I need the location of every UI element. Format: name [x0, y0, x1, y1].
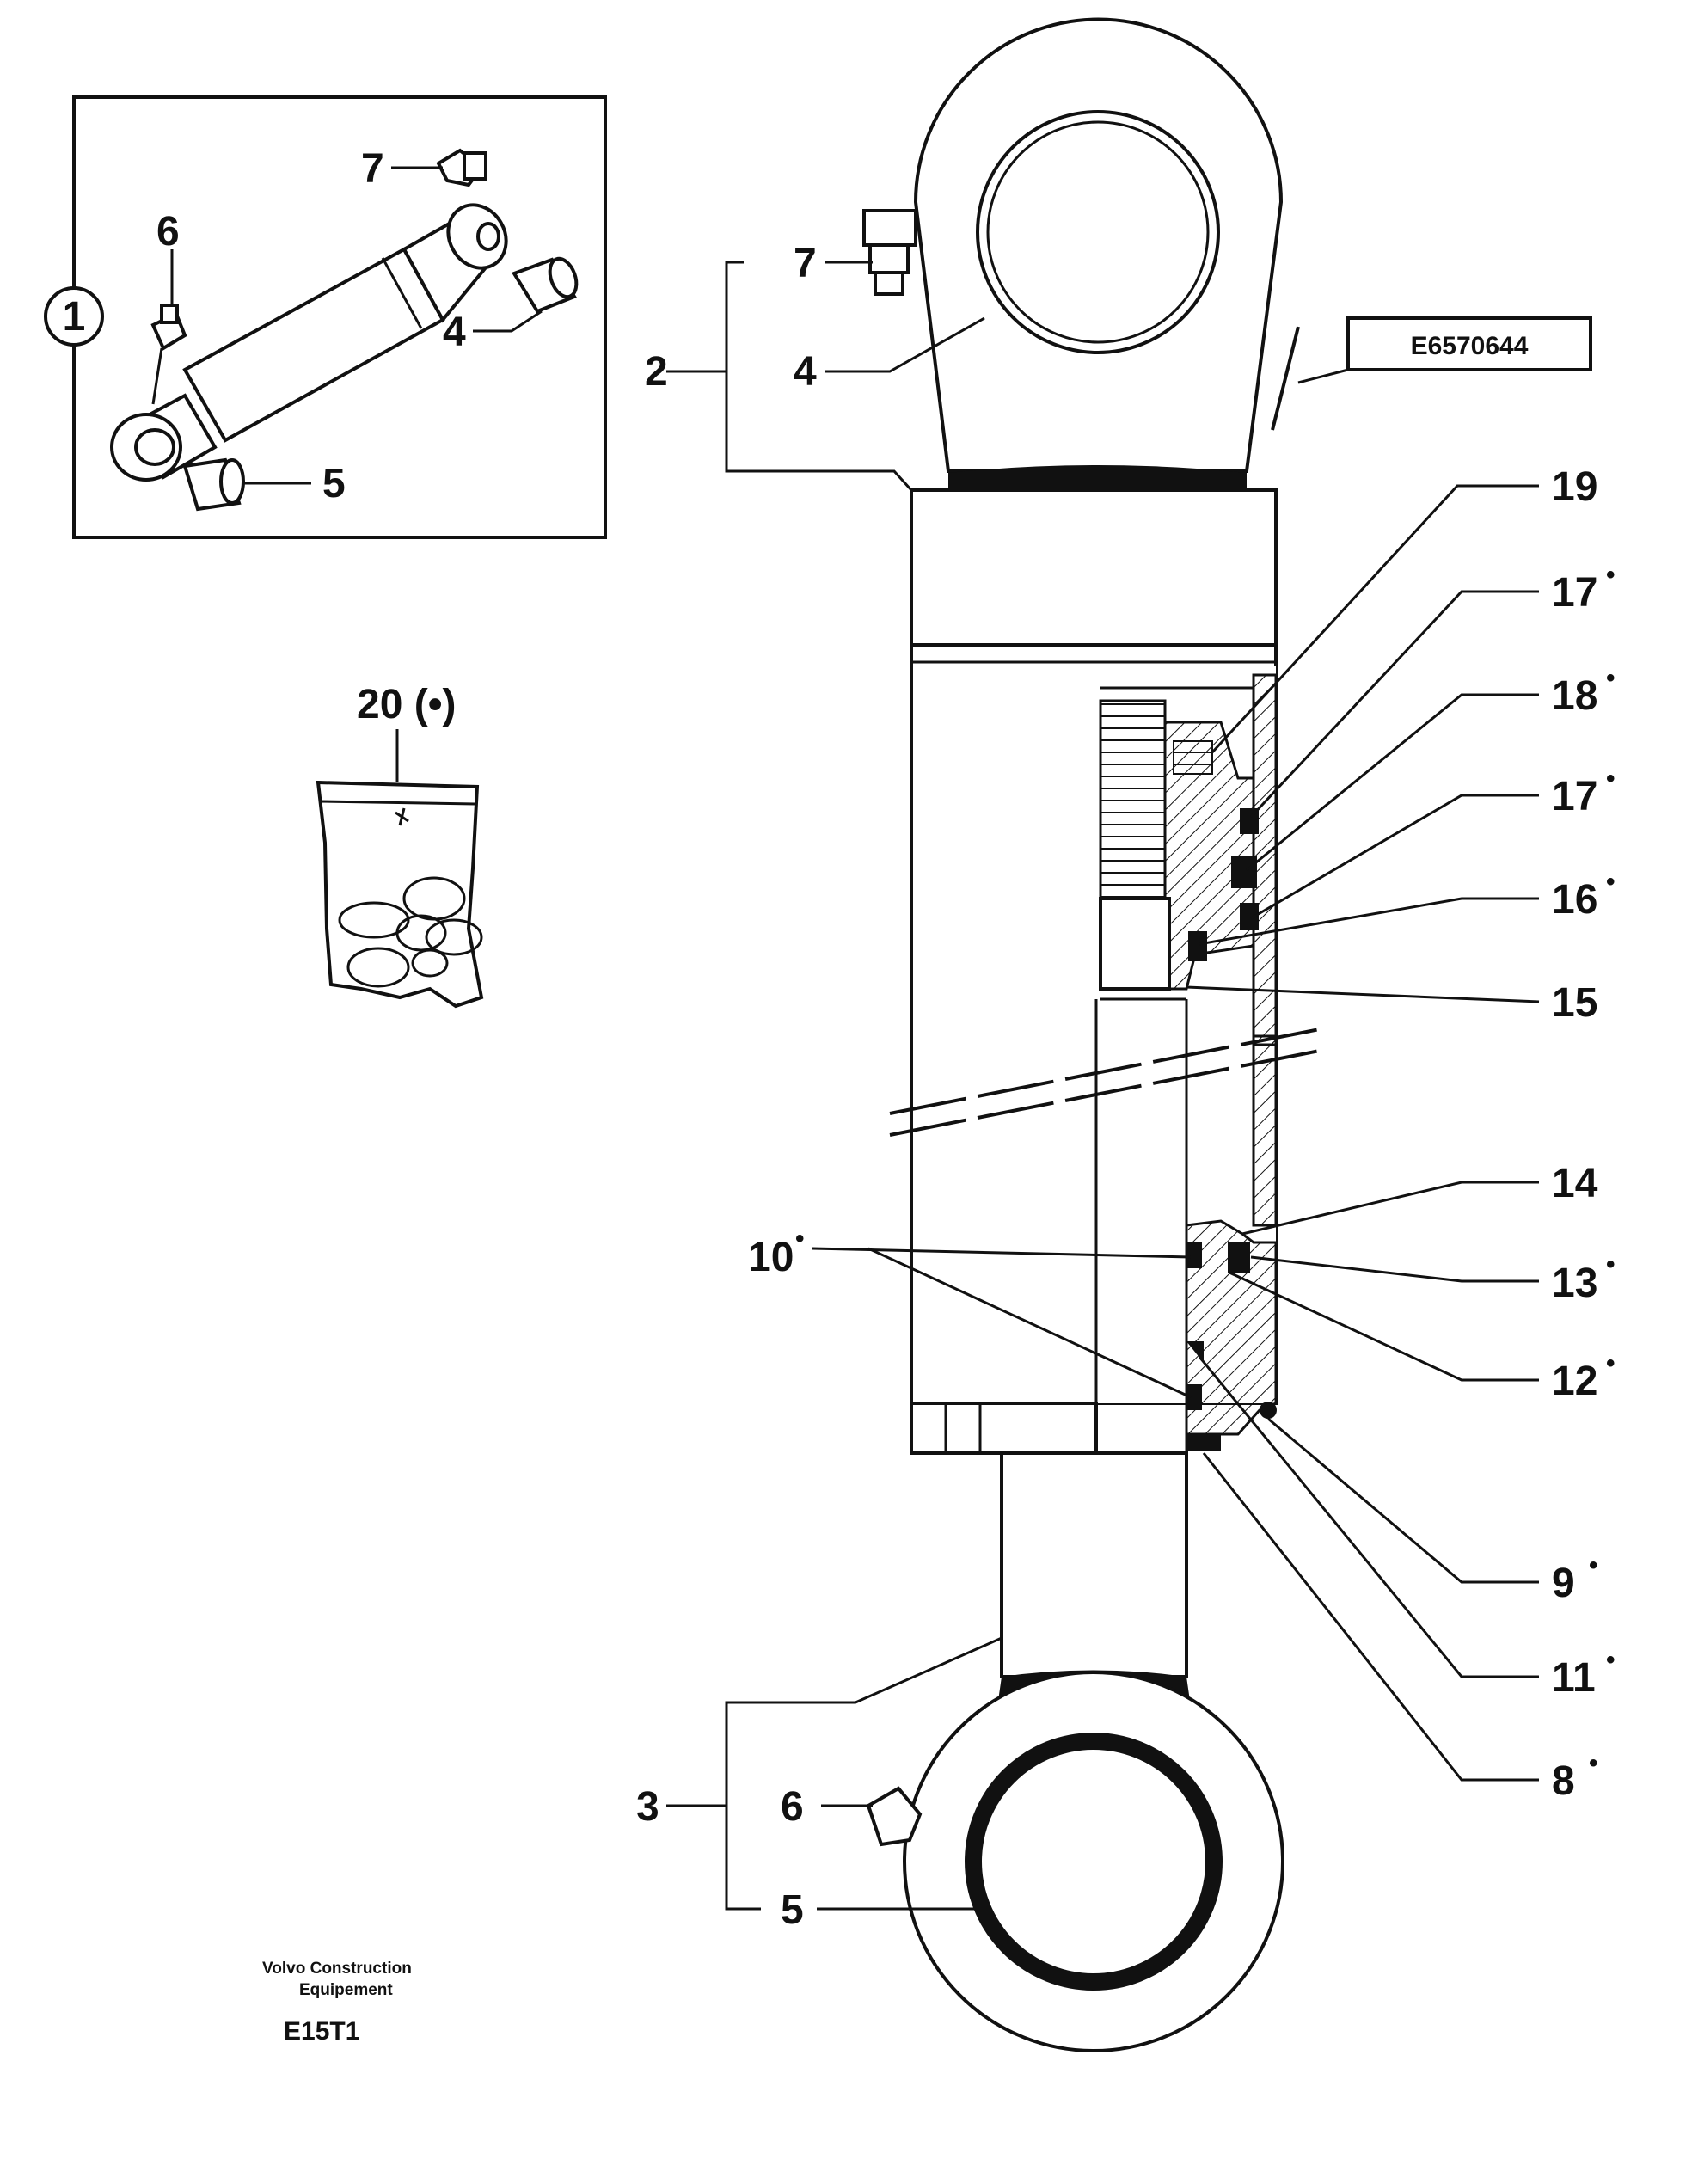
callout-14: 14 [1552, 1161, 1598, 1206]
callout-19: 19 [1552, 464, 1597, 510]
model-code: E15T1 [284, 2017, 359, 2046]
piston-rod [1000, 1451, 1188, 1678]
wiper-8 [1186, 1434, 1221, 1451]
company-line2: Equipement [299, 1981, 393, 1999]
callout-13: 13 [1552, 1261, 1597, 1306]
marker-10: • [795, 1224, 805, 1253]
callout-9: 9 [1552, 1561, 1575, 1606]
marker-18: • [1606, 664, 1615, 692]
grease-nipple-7-icon [862, 209, 917, 247]
nut-19-icon [1173, 740, 1213, 775]
seal-10b [1186, 1384, 1202, 1410]
callout-11: 11 [1552, 1655, 1596, 1701]
callout-17a: 17 [1552, 570, 1597, 616]
inset-grease-nipple-7-icon [436, 148, 487, 187]
marker-8: • [1589, 1749, 1598, 1777]
callout-12: 12 [1552, 1359, 1597, 1404]
piston-rod-thread [1099, 699, 1167, 900]
company-line1: Volvo Construction [262, 1960, 412, 1978]
inset-label-5: 5 [322, 461, 346, 506]
marker-13: • [1606, 1250, 1615, 1279]
inset-grease-nipple-6-icon [150, 304, 187, 351]
marker-17a: • [1606, 561, 1615, 589]
callout-17b: 17 [1552, 774, 1597, 819]
kit-label-20: 20 (•) [357, 682, 457, 727]
marker-17b: • [1606, 764, 1615, 793]
seal-10a [1186, 1242, 1202, 1268]
callout-7: 7 [794, 241, 817, 286]
o-ring-9 [1260, 1402, 1277, 1419]
lower-rod-eye [903, 1671, 1284, 2052]
inset-label-6: 6 [156, 209, 180, 255]
seal-kit-bag-icon [316, 780, 484, 1009]
upper-eye-bore [976, 110, 1220, 354]
mini-cylinder [110, 203, 508, 482]
seal-kit-20: 20 (•) [316, 682, 484, 1009]
reference-code: E6570644 [1411, 332, 1529, 360]
callout-18: 18 [1552, 673, 1597, 719]
inset-assembly: 1 7 6 [44, 95, 607, 539]
inset-bushing-4-icon [512, 256, 579, 314]
callout-4: 4 [794, 349, 817, 395]
callout-8: 8 [1552, 1758, 1575, 1804]
upper-eye-seal [948, 465, 1247, 490]
footer: Volvo Construction Equipement E15T1 [262, 1960, 412, 2046]
callouts: 2 7 4 19 17 • 18 • 17 • 16 • 15 14 13 [636, 241, 1615, 1933]
inset-label-7: 7 [361, 146, 384, 192]
seal-17b [1240, 903, 1259, 930]
seal-18 [1231, 856, 1257, 888]
callout-2: 2 [645, 349, 668, 395]
inset-bushing-5-icon [182, 457, 245, 512]
marker-12: • [1606, 1349, 1615, 1377]
inset-label-4: 4 [443, 310, 466, 355]
callout-5: 5 [781, 1887, 804, 1933]
label-1: 1 [63, 294, 86, 340]
cylinder-head [910, 488, 1278, 647]
callout-15: 15 [1552, 980, 1597, 1026]
callout-3: 3 [636, 1784, 659, 1830]
marker-9: • [1589, 1551, 1598, 1580]
main-cylinder [862, 17, 1329, 2052]
seal-13 [1228, 1242, 1250, 1273]
callout-10: 10 [748, 1235, 794, 1280]
lower-eye-bushing [965, 1733, 1223, 1991]
seal-16 [1188, 931, 1207, 961]
marker-16: • [1606, 868, 1615, 896]
callout-circle-1 [44, 286, 104, 347]
grease-nipple-6-icon [866, 1786, 923, 1847]
callout-6: 6 [781, 1784, 804, 1830]
tube-wall-lower [1252, 1034, 1278, 1227]
marker-11: • [1606, 1646, 1615, 1674]
callout-16: 16 [1552, 877, 1597, 923]
reference-code-box: E6570644 [1271, 316, 1592, 431]
